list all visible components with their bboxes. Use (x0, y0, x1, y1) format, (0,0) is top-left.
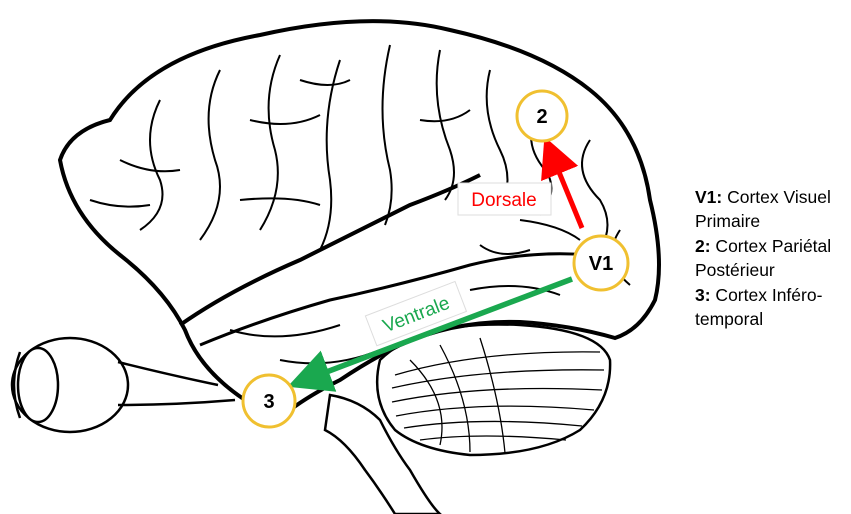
legend: V1: Cortex Visuel Primaire 2: Cortex Par… (695, 185, 851, 331)
node-v1: V1 (572, 234, 630, 292)
node-v1-label: V1 (589, 253, 613, 275)
legend-text: Cortex Inféro-temporal (695, 284, 823, 330)
legend-key: 2: (695, 235, 711, 256)
legend-key: 3: (695, 284, 711, 305)
node-3: 3 (241, 373, 297, 429)
eye-illustration (10, 336, 236, 434)
dorsal-pathway-arrow (541, 136, 585, 229)
legend-item-3: 3: Cortex Inféro-temporal (695, 283, 851, 332)
legend-item-v1: V1: Cortex Visuel Primaire (695, 185, 851, 234)
cerebrum-illustration (57, 19, 661, 413)
dorsal-label-box: Dorsale (457, 182, 552, 216)
ventral-pathway-arrow (287, 276, 573, 392)
brainstem-illustration (323, 393, 442, 514)
legend-text: Cortex Visuel Primaire (695, 187, 831, 232)
node-2: 2 (515, 89, 569, 143)
legend-text: Cortex Pariétal Postérieur (695, 235, 832, 281)
dorsal-label: Dorsale (471, 190, 536, 211)
legend-key: V1: (695, 187, 723, 207)
ventral-label-box: Ventrale (364, 280, 468, 347)
node-2-label: 2 (536, 106, 547, 128)
legend-item-2: 2: Cortex Pariétal Postérieur (695, 234, 851, 283)
node-3-label: 3 (263, 391, 274, 413)
cerebellum-illustration (375, 323, 612, 457)
